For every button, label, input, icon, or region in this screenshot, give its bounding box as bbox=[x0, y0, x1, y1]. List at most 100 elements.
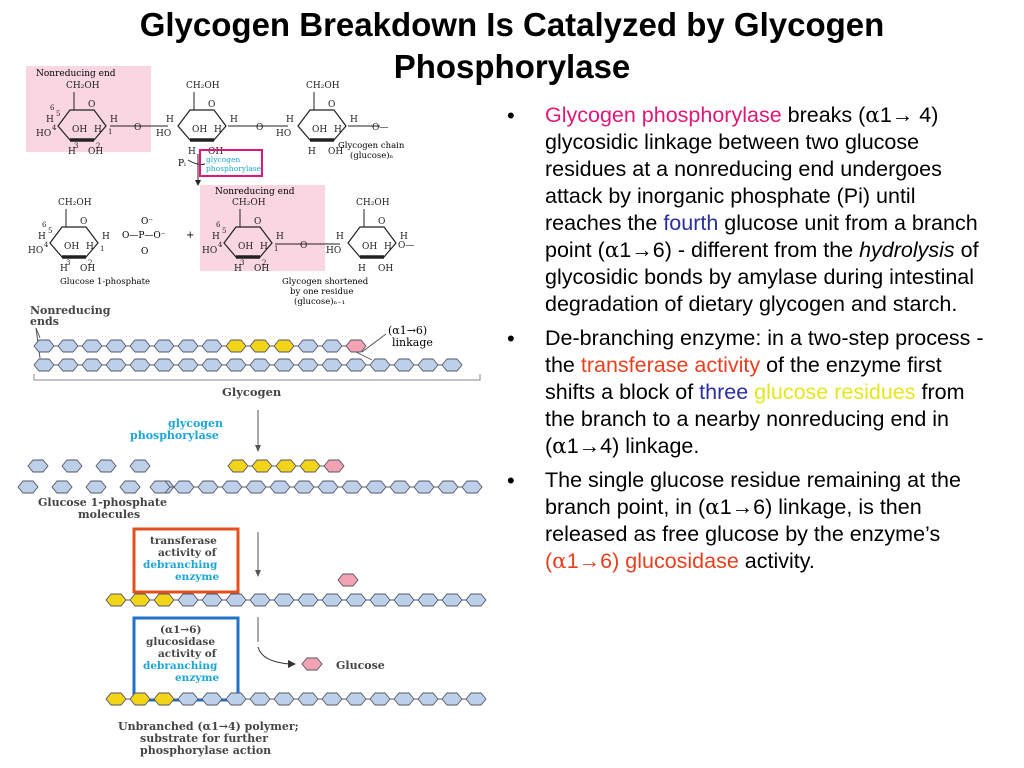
glucose-residue bbox=[153, 692, 175, 706]
glucose-residue bbox=[365, 480, 387, 494]
bullet2-text-d: 1→4) linkage. bbox=[566, 434, 700, 458]
ch2oh-group: CH₂OH bbox=[186, 81, 220, 91]
oh-group: OH bbox=[64, 242, 79, 252]
glucose-residue bbox=[321, 593, 343, 607]
ch2oh-group: CH₂OH bbox=[66, 81, 100, 91]
glucose-residue bbox=[273, 339, 295, 353]
step2-line3: debranching bbox=[143, 559, 218, 571]
h-atom: H bbox=[260, 242, 268, 252]
term-glucosidase-open: ( bbox=[545, 549, 553, 573]
glucose-residue bbox=[197, 480, 219, 494]
glucose-label: Glucose bbox=[336, 659, 385, 672]
bridging-oxygen: O bbox=[134, 123, 141, 133]
oh-group: OH bbox=[72, 125, 87, 135]
step3-line1: (α1→6) bbox=[160, 624, 201, 636]
oh-group: OH bbox=[208, 147, 223, 157]
bullet2-text-b: of the enzyme first shifts a block of bbox=[545, 353, 942, 404]
h-atom: H bbox=[110, 115, 118, 125]
glucose-residue bbox=[201, 692, 223, 706]
term-fourth: fourth bbox=[663, 211, 719, 235]
oh-group: OH bbox=[378, 264, 393, 274]
term-glucose-residues: glucose residues bbox=[754, 380, 916, 404]
glucose-residue bbox=[129, 692, 151, 706]
glucose-residue bbox=[153, 339, 175, 353]
carbon-number: 1 bbox=[108, 128, 112, 136]
glucose-residue bbox=[269, 480, 291, 494]
glucose-residue bbox=[225, 692, 247, 706]
title-line-1: Glycogen Breakdown Is Catalyzed by Glyco… bbox=[139, 6, 885, 43]
glucose-residue bbox=[441, 692, 463, 706]
carbon-number: 5 bbox=[48, 227, 52, 235]
glucose-residue bbox=[345, 339, 367, 353]
glucose-residue bbox=[105, 358, 127, 372]
h-atom: H bbox=[46, 115, 54, 125]
term-hydrolysis: hydrolysis bbox=[859, 238, 955, 262]
h-atom: H bbox=[188, 147, 196, 157]
h-atom: H bbox=[68, 147, 76, 157]
h-atom: H bbox=[334, 125, 342, 135]
glucose-residue bbox=[61, 459, 83, 473]
carbon-number: 5 bbox=[222, 227, 226, 235]
glucose-residue bbox=[417, 593, 439, 607]
glycogen-phosphorylase-box bbox=[199, 149, 263, 177]
h-atom: H bbox=[286, 115, 294, 125]
ch2oh-group: CH₂OH bbox=[58, 198, 92, 208]
glucose-residue bbox=[149, 480, 171, 494]
glucose-residue bbox=[273, 692, 295, 706]
glucose-residue bbox=[389, 480, 411, 494]
carbon-number: 4 bbox=[52, 124, 57, 132]
glucose-residue bbox=[249, 692, 271, 706]
glucose-residue bbox=[461, 480, 483, 494]
ho-group: HO bbox=[326, 246, 341, 256]
carbon-number: 2 bbox=[96, 142, 100, 150]
glucose-residue bbox=[227, 459, 249, 473]
g1p-molecules-line2: molecules bbox=[78, 508, 140, 521]
ring-oxygen: O bbox=[328, 100, 335, 110]
glucose-residue bbox=[293, 480, 315, 494]
glucose-residue bbox=[275, 459, 297, 473]
h-atom: H bbox=[350, 115, 358, 125]
ho-group: HO bbox=[28, 246, 43, 256]
oh-group: OH bbox=[88, 147, 103, 157]
glucose-residue bbox=[299, 459, 321, 473]
transferase-box bbox=[132, 527, 240, 594]
glucose-release-arrowhead bbox=[288, 660, 296, 668]
phosphate-o-bottom: O bbox=[141, 247, 148, 257]
arrowhead-step2 bbox=[255, 570, 261, 577]
term-glycogen-phosphorylase: Glycogen phosphorylase bbox=[545, 103, 782, 127]
glucose-residue bbox=[297, 692, 319, 706]
step3-line2: glucosidase bbox=[146, 636, 215, 648]
bridging-oxygen: O bbox=[256, 123, 263, 133]
glucose-residue bbox=[27, 459, 49, 473]
glucose-residue bbox=[321, 692, 343, 706]
bullet-glucosidase: The single glucose residue remaining at … bbox=[505, 467, 995, 575]
ho-group: HO bbox=[36, 129, 51, 139]
glucose-residue bbox=[225, 339, 247, 353]
glucose-residue bbox=[321, 358, 343, 372]
glucose-residue bbox=[245, 480, 267, 494]
glucose-residue bbox=[105, 339, 127, 353]
glucose-residue bbox=[153, 358, 175, 372]
glucose-residue bbox=[105, 593, 127, 607]
glucose-residue bbox=[225, 593, 247, 607]
glucose-release-arrow bbox=[257, 646, 291, 665]
a16-linkage-line2: linkage bbox=[392, 336, 433, 349]
glucose-residue bbox=[273, 593, 295, 607]
glucose-residue bbox=[249, 339, 271, 353]
bullet2-alpha: α bbox=[552, 434, 567, 459]
nonreducing-end-box-1 bbox=[26, 66, 151, 152]
bullet1-alpha-a: α bbox=[865, 103, 880, 128]
glucose-residue bbox=[297, 358, 319, 372]
bullet2-text-a: De-branching enzyme: in a two-step proce… bbox=[545, 326, 984, 377]
arrowhead-step1 bbox=[255, 445, 261, 452]
oh-group: OH bbox=[254, 264, 269, 274]
glycogen-shortened-line1: Glycogen shortened bbox=[282, 277, 369, 287]
glucose-residue bbox=[57, 358, 79, 372]
ho-group: HO bbox=[202, 246, 217, 256]
h-atom: H bbox=[60, 264, 68, 274]
slide-title: Glycogen Breakdown Is Catalyzed by Glyco… bbox=[30, 4, 994, 88]
branch-linkage bbox=[355, 351, 373, 361]
glycogen-label: Glycogen bbox=[222, 385, 282, 399]
h-atom: H bbox=[230, 115, 238, 125]
